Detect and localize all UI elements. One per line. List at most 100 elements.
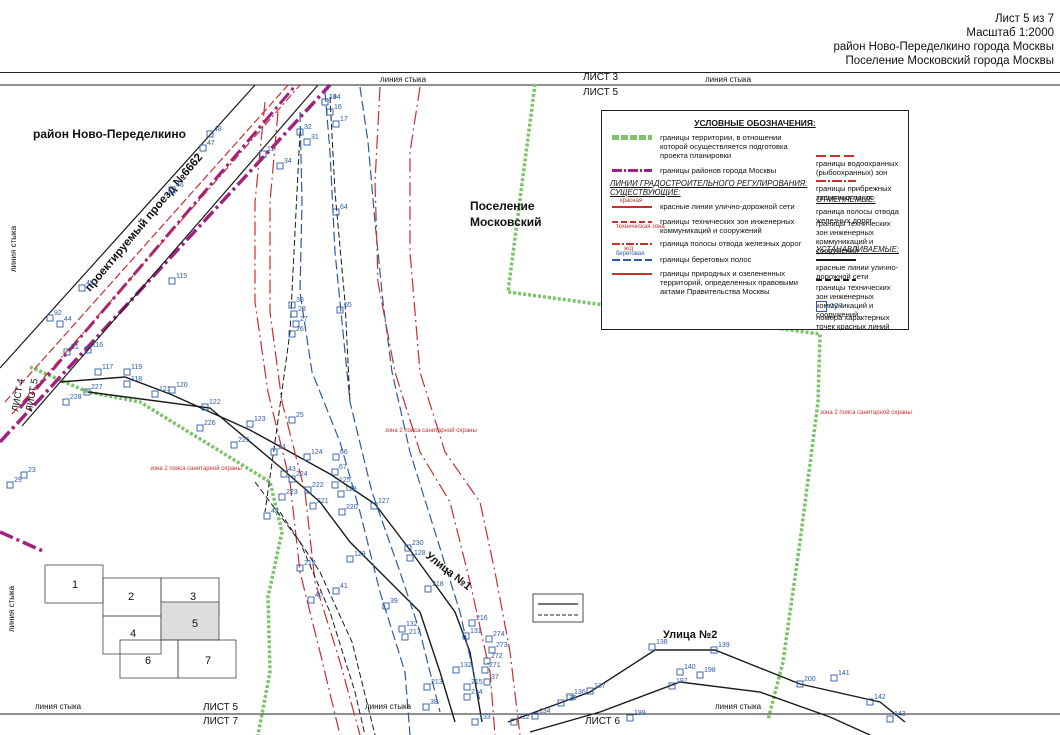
point-label: 142: [874, 694, 886, 701]
point-label: 227: [91, 384, 103, 391]
point-label: 138: [656, 639, 668, 646]
street-symbol-box: [532, 593, 584, 623]
characteristic-point: 31: [303, 134, 319, 146]
points-layer: 1916173231113448474664302827266545924491…: [6, 94, 906, 726]
characteristic-point: 34: [276, 158, 292, 170]
legend-nature: границы природных и озелененных территор…: [660, 269, 798, 296]
point-marker-icon: [168, 277, 176, 285]
water-protection-zones: [254, 86, 521, 735]
tech-new-symbol: [816, 279, 856, 281]
water-symbol: [816, 155, 856, 157]
point-label: 118: [131, 376, 142, 383]
point-label: 273: [496, 642, 508, 649]
point-marker-icon: [557, 699, 565, 707]
point-label: 40: [315, 592, 323, 599]
characteristic-point: 32: [296, 124, 312, 136]
red-line-new-symbol: [816, 259, 856, 261]
joint-line-label: линия стыка: [35, 702, 82, 711]
characteristic-point: 199: [626, 710, 646, 722]
point-marker-icon: [288, 416, 296, 424]
red-line-symbol: [612, 206, 652, 208]
characteristic-point: 66: [332, 449, 348, 461]
characteristic-point: 39: [382, 598, 398, 610]
point-label: 128: [414, 550, 426, 557]
point-marker-icon: [422, 703, 430, 711]
point-marker-icon: [263, 512, 271, 520]
index-cell: 7: [205, 655, 211, 667]
point-label: 137: [594, 683, 606, 690]
point-marker-icon: [423, 683, 431, 691]
point-marker-icon: [292, 320, 300, 328]
point-label: 143: [894, 711, 906, 718]
point-marker-icon: [278, 493, 286, 501]
point-label: 144: [329, 94, 341, 101]
legend-tech-new: границы технических зон инженерных комму…: [816, 283, 891, 319]
characteristic-point: 17: [332, 116, 348, 128]
characteristic-point: 123: [246, 416, 266, 428]
characteristic-point: 118: [123, 376, 142, 388]
characteristic-point: 45: [78, 280, 94, 292]
legend-red-new: красные линии улично-дорожной сети: [816, 263, 899, 281]
characteristic-point: 46: [168, 182, 184, 194]
characteristic-point: 43: [280, 466, 296, 478]
joint-line-label: линия стыка: [705, 75, 752, 84]
coast-symbol: [816, 180, 856, 182]
district-boundary: [0, 83, 332, 554]
characteristic-point: 138: [648, 639, 668, 651]
index-cell: 6: [145, 655, 151, 667]
point-marker-icon: [270, 448, 278, 456]
point-marker-icon: [303, 453, 311, 461]
index-cell: 4: [130, 628, 136, 640]
legend-rail-cancel: граница полосы отвода железных дорог: [816, 207, 899, 225]
point-marker-icon: [336, 306, 344, 314]
characteristic-point: 226: [196, 420, 216, 432]
point-marker-icon: [332, 587, 340, 595]
point-label: 226: [204, 420, 216, 427]
point-marker-icon: [586, 687, 594, 695]
point-marker-icon: [201, 403, 209, 411]
characteristic-point: 129: [346, 551, 366, 563]
point-marker-icon: [398, 625, 406, 633]
legend-points-example: 127: [830, 301, 843, 310]
point-marker-icon: [370, 502, 378, 510]
point-label: 212: [518, 714, 530, 721]
legend-red-lines: красные линии улично-дорожной сети: [660, 202, 795, 211]
legend-title: УСЛОВНЫЕ ОБОЗНАЧЕНИЯ:: [694, 118, 816, 128]
tech-zones: [254, 96, 376, 735]
point-label: 200: [804, 676, 816, 683]
characteristic-point: 125: [331, 477, 351, 489]
point-marker-icon: [886, 715, 894, 723]
legend-sym-rail: ж/д: [624, 246, 634, 252]
point-label: 67: [339, 464, 347, 471]
point-marker-icon: [151, 390, 159, 398]
point-label: 42: [271, 508, 279, 515]
point-marker-icon: [332, 453, 340, 461]
point-marker-icon: [382, 602, 390, 610]
point-marker-icon: [816, 301, 827, 312]
point-label: 124: [311, 449, 323, 456]
joint-line-label: линия стыка: [365, 702, 412, 711]
point-label: 120: [176, 382, 188, 389]
characteristic-point: 11: [259, 146, 274, 158]
settlement-title: Поселение Московский города Москвы: [845, 55, 1054, 67]
characteristic-point: 137: [586, 683, 606, 695]
characteristic-point: 223: [278, 489, 298, 501]
characteristic-point: 220: [338, 504, 358, 516]
point-marker-icon: [404, 544, 412, 552]
characteristic-point: 136: [566, 689, 586, 701]
point-marker-icon: [304, 486, 312, 494]
characteristic-point: 117: [94, 364, 113, 376]
zone-label: зона 2 пояса санитарной охраны: [150, 465, 242, 472]
point-marker-icon: [296, 564, 304, 572]
characteristic-point: 197: [668, 678, 688, 690]
point-label: 44: [64, 316, 72, 323]
characteristic-point: 135: [557, 695, 577, 707]
legend-rail: граница полосы отвода железных дорог: [660, 239, 802, 248]
point-label: 132: [406, 621, 418, 628]
point-label: 39: [390, 598, 398, 605]
point-marker-icon: [481, 666, 489, 674]
characteristic-point: 40: [307, 592, 323, 604]
point-marker-icon: [56, 320, 64, 328]
territory-symbol: [612, 135, 652, 140]
point-label: 218: [432, 581, 444, 588]
